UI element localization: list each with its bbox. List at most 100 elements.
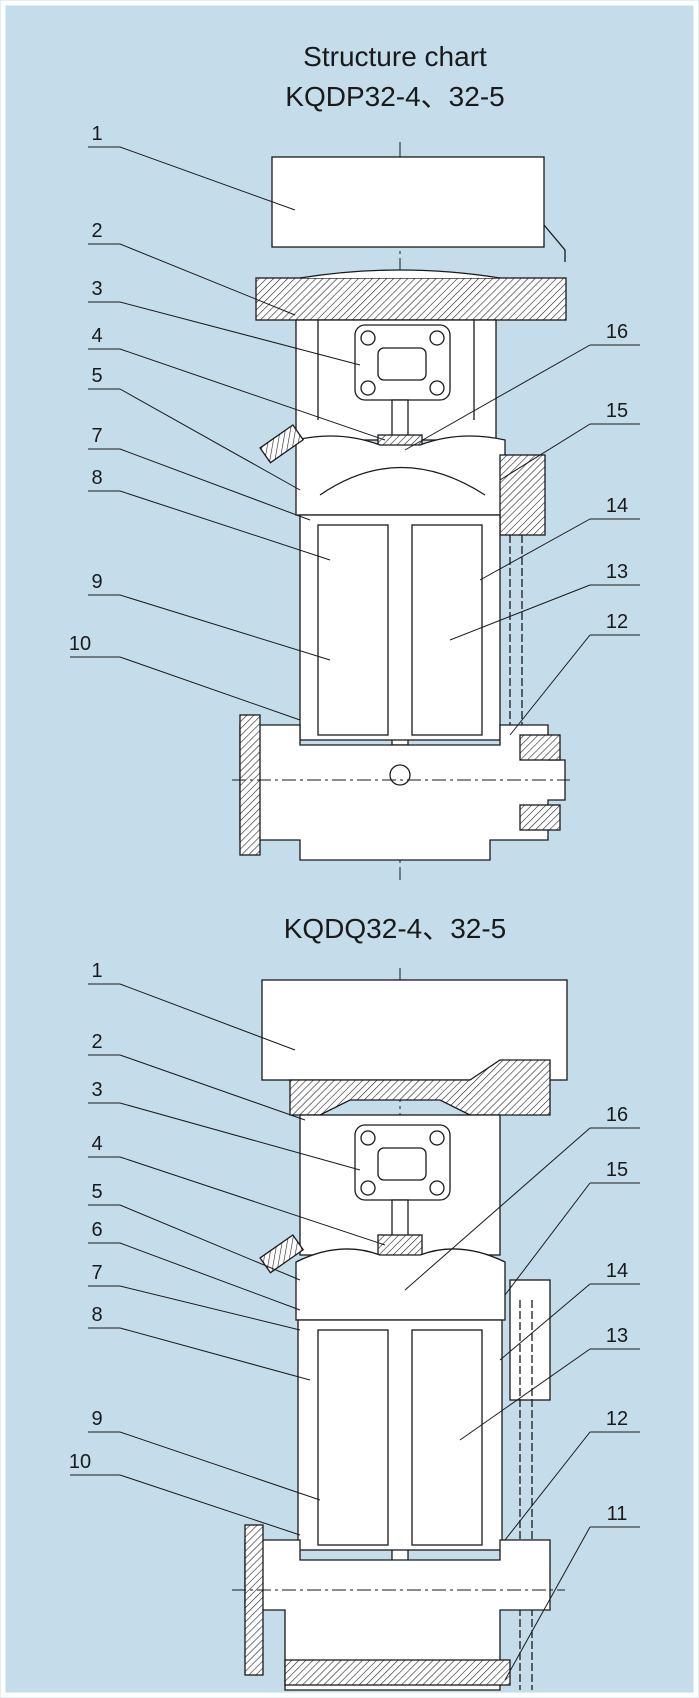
callout-leader bbox=[499, 1283, 591, 1361]
callout-leader bbox=[404, 344, 591, 451]
kqdq-callout-8: 8 bbox=[88, 1304, 311, 1381]
callout-leader bbox=[119, 1327, 311, 1381]
kqdq-callout-11: 11 bbox=[504, 1503, 640, 1681]
kqdp-callout-14: 14 bbox=[479, 495, 640, 581]
kqdp-callout-4: 4 bbox=[88, 325, 386, 441]
callout-number: 8 bbox=[91, 1304, 102, 1326]
kqdq-callout-12: 12 bbox=[504, 1408, 640, 1541]
callout-leader bbox=[119, 243, 296, 316]
callout-number: 10 bbox=[69, 633, 91, 655]
callout-number: 4 bbox=[91, 1133, 102, 1155]
kqdq-callout-6: 6 bbox=[88, 1219, 301, 1311]
callout-number: 13 bbox=[606, 561, 628, 583]
callout-number: 12 bbox=[606, 611, 628, 633]
kqdp-callout-9: 9 bbox=[88, 571, 331, 661]
kqdp-callout-15: 15 bbox=[499, 400, 640, 481]
kqdp-callout-16: 16 bbox=[404, 321, 640, 451]
callout-number: 1 bbox=[91, 123, 102, 145]
motor-flange bbox=[255, 277, 567, 321]
title-line-1: Structure chart bbox=[303, 41, 487, 72]
callout-number: 1 bbox=[91, 960, 102, 982]
kqdp-callout-10: 10 bbox=[69, 633, 301, 721]
callout-number: 11 bbox=[607, 1503, 628, 1525]
callout-leader bbox=[119, 1102, 361, 1171]
callout-leader bbox=[119, 1242, 301, 1311]
callout-leader bbox=[119, 656, 301, 721]
kqdq-callout-13: 13 bbox=[459, 1325, 640, 1441]
callout-leader bbox=[119, 1285, 301, 1331]
callout-leader bbox=[479, 518, 591, 581]
callout-labels: 1234578910161514131212345678910161514131… bbox=[69, 123, 640, 1681]
motor-housing bbox=[271, 156, 545, 248]
title-second-diagram: KQDQ32-4、32-5 bbox=[284, 913, 507, 944]
callout-leader bbox=[119, 1054, 306, 1121]
callout-number: 10 bbox=[69, 1451, 91, 1473]
callout-leader bbox=[119, 594, 331, 661]
callout-leader bbox=[504, 1526, 591, 1681]
callout-leader bbox=[119, 348, 386, 441]
kqdp-callout-1: 1 bbox=[88, 123, 296, 211]
callout-number: 16 bbox=[606, 1104, 628, 1126]
kqdp-callout-8: 8 bbox=[88, 467, 331, 561]
callout-number: 7 bbox=[91, 1262, 102, 1284]
kqdq-callout-5: 5 bbox=[88, 1181, 301, 1281]
callout-number: 5 bbox=[91, 1181, 102, 1203]
callout-number: 6 bbox=[91, 1219, 102, 1241]
callout-number: 9 bbox=[91, 1408, 102, 1430]
callout-leader bbox=[119, 490, 331, 561]
callout-leader bbox=[504, 1182, 591, 1296]
coupling bbox=[354, 1124, 451, 1201]
kqdp-callout-3: 3 bbox=[88, 278, 361, 366]
callout-number: 14 bbox=[606, 1260, 628, 1282]
kqdp-callout-7: 7 bbox=[88, 425, 311, 521]
kqdp-callout-12: 12 bbox=[509, 611, 640, 736]
impeller-stages bbox=[317, 1329, 483, 1546]
callout-number: 3 bbox=[91, 1079, 102, 1101]
callout-number: 8 bbox=[91, 467, 102, 489]
kqdq-callout-3: 3 bbox=[88, 1079, 361, 1171]
kqdp-callout-2: 2 bbox=[88, 220, 296, 316]
callout-leader bbox=[404, 1127, 591, 1291]
kqdq-callout-7: 7 bbox=[88, 1262, 301, 1331]
callout-number: 13 bbox=[606, 1325, 628, 1347]
pump-diagram-kqdp bbox=[232, 142, 570, 880]
callout-leader bbox=[504, 1431, 591, 1541]
pump-base bbox=[244, 1539, 551, 1691]
callout-leader bbox=[509, 634, 591, 736]
callout-leader bbox=[119, 1156, 386, 1246]
callout-number: 16 bbox=[606, 321, 628, 343]
title-line-2: KQDP32-4、32-5 bbox=[285, 81, 504, 112]
callout-number: 14 bbox=[606, 495, 628, 517]
kqdq-callout-1: 1 bbox=[88, 960, 296, 1051]
kqdq-callout-9: 9 bbox=[88, 1408, 321, 1501]
coupling bbox=[354, 324, 451, 401]
kqdq-callout-14: 14 bbox=[499, 1260, 640, 1361]
callout-leader bbox=[119, 1431, 321, 1501]
callout-number: 12 bbox=[606, 1408, 628, 1430]
callout-number: 4 bbox=[91, 325, 102, 347]
kqdp-callout-13: 13 bbox=[449, 561, 640, 641]
callout-number: 15 bbox=[606, 400, 628, 422]
callout-number: 7 bbox=[91, 425, 102, 447]
vent-plug bbox=[259, 424, 305, 464]
callout-number: 2 bbox=[91, 1031, 102, 1053]
pump-head bbox=[295, 1248, 506, 1321]
callout-number: 5 bbox=[91, 365, 102, 387]
callout-leader bbox=[499, 423, 591, 481]
callout-leader bbox=[449, 584, 591, 641]
callout-number: 15 bbox=[606, 1159, 628, 1181]
pump-head bbox=[295, 435, 506, 516]
callout-number: 3 bbox=[91, 278, 102, 300]
callout-number: 9 bbox=[91, 571, 102, 593]
kqdq-callout-2: 2 bbox=[88, 1031, 306, 1121]
kqdq-callout-15: 15 bbox=[504, 1159, 640, 1296]
pump-diagram-kqdq bbox=[232, 968, 568, 1691]
kqdq-callout-16: 16 bbox=[404, 1104, 640, 1291]
callout-leader bbox=[119, 146, 296, 211]
callout-leader bbox=[119, 1204, 301, 1281]
callout-number: 2 bbox=[91, 220, 102, 242]
callout-leader bbox=[119, 1474, 301, 1536]
kqdq-callout-4: 4 bbox=[88, 1133, 386, 1246]
